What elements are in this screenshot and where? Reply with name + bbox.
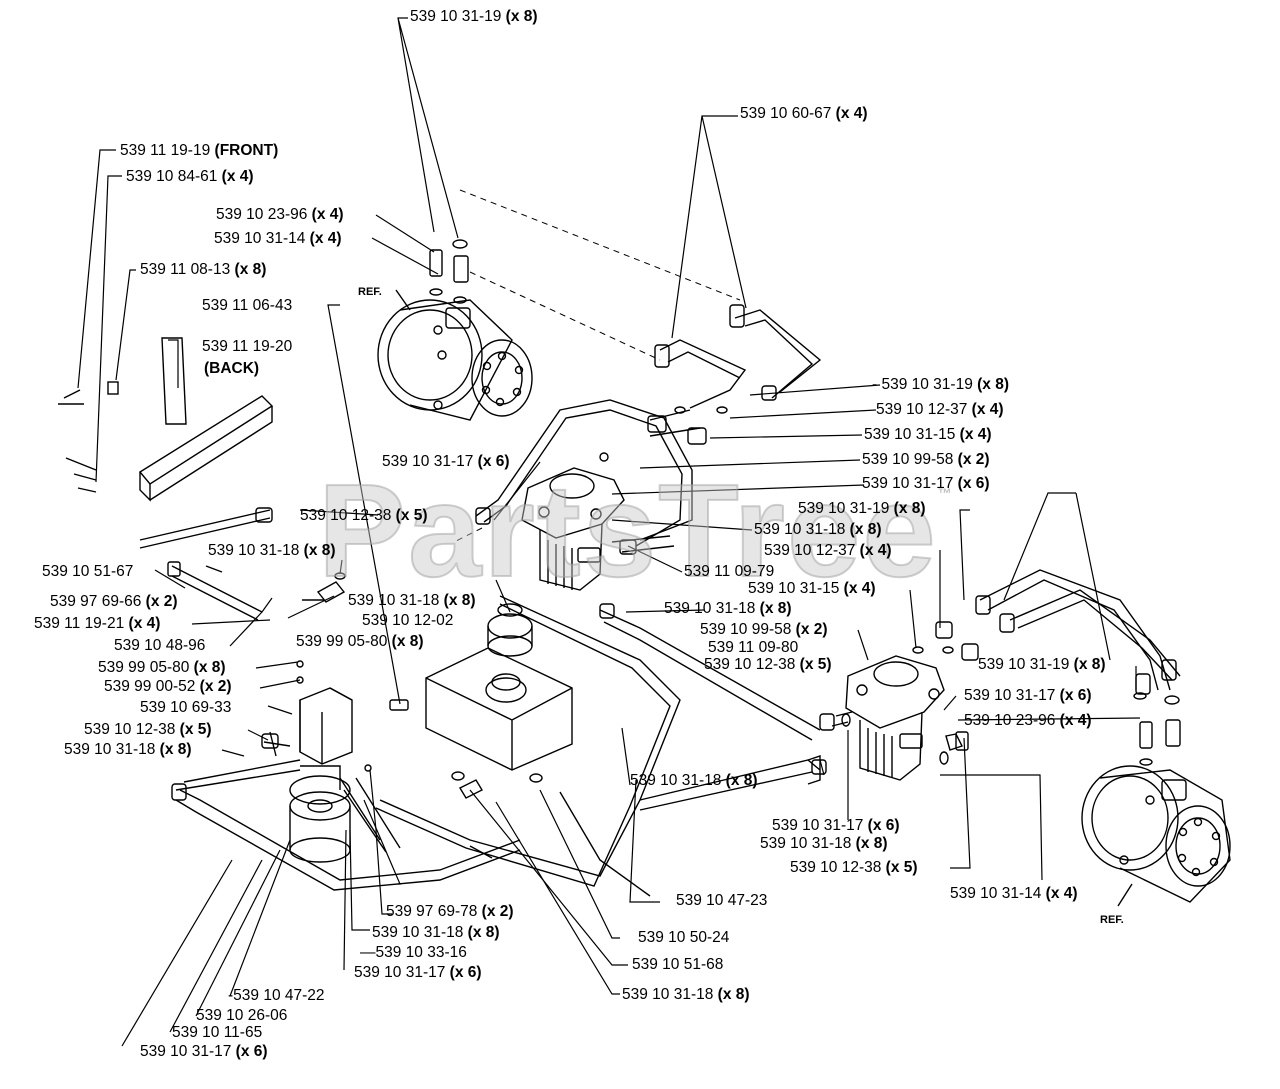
part-label: 539 10 23-96 (x 4): [964, 712, 1092, 729]
part-label: 539 11 19-20: [202, 338, 293, 355]
leader-lines: [77, 17, 1141, 1047]
part-label: 539 10 31-18 (x 8): [208, 542, 336, 559]
part-label: 539 99 00-52 (x 2): [104, 678, 232, 695]
part-label: 539 10 31-19 (x 8): [978, 656, 1106, 673]
part-label: 539 10 31-18 (x 8): [622, 986, 750, 1003]
part-label: 539 99 05-80 (x 8): [98, 659, 226, 676]
part-label: 539 10 12-38 (x 5): [704, 656, 832, 673]
part-label: 539 10 31-18 (x 8): [760, 835, 888, 852]
part-label: 539 99 05-80 (x 8): [296, 633, 424, 650]
left-plates: [58, 337, 274, 502]
upper-motor: [377, 289, 533, 421]
dashed-lines: [453, 189, 741, 543]
tank: [425, 603, 573, 783]
part-label: 539 10 31-17 (x 6): [354, 964, 482, 981]
base-hoses: [171, 595, 827, 897]
upper-valve: [521, 452, 625, 591]
part-label: 539 10 51-68: [632, 956, 724, 973]
part-label: 539 10 31-17 (x 6): [382, 453, 510, 470]
part-label: 539 10 48-96: [114, 637, 206, 654]
part-label: 539 10 12-38 (x 5): [84, 721, 212, 738]
part-label: 539 10 31-15 (x 4): [864, 426, 992, 443]
part-label: (BACK): [204, 360, 260, 377]
ref-label-lower: REF.: [1100, 914, 1124, 926]
right-valve: [807, 655, 969, 785]
watermark: PartsTree™: [317, 456, 954, 605]
part-label: 539 10 11-65: [172, 1024, 263, 1041]
bracket: [299, 687, 409, 765]
part-label: 539 10 31-17 (x 6): [140, 1043, 268, 1060]
part-label: 539 10 99-58 (x 2): [700, 621, 828, 638]
lower-right-motor: [1081, 692, 1231, 907]
part-label: 539 10 31-18 (x 8): [664, 600, 792, 617]
upper-hoses: [647, 304, 822, 445]
ref-label-upper: REF.: [358, 286, 382, 298]
part-label: 539 10 31-18 (x 8): [348, 592, 476, 609]
part-label: 539 10 31-19 (x 8): [798, 500, 926, 517]
lower-filter: [261, 731, 401, 863]
upper-fittings: [429, 239, 469, 304]
left-middle-parts: [139, 507, 346, 684]
part-label: 539 11 09-79: [684, 563, 775, 580]
part-label: 539 10 12-37 (x 4): [876, 401, 1004, 418]
part-label: - 539 10 31-19 (x 8): [872, 376, 1010, 393]
part-label: 539 10 31-18 (x 8): [630, 772, 758, 789]
part-label: 539 10 31-17 (x 6): [862, 475, 990, 492]
part-label: 539 10 31-18 (x 8): [64, 741, 192, 758]
part-label: 539 10 99-58 (x 2): [862, 451, 990, 468]
part-label: —539 10 33-16: [360, 944, 467, 961]
part-label: 539 10 51-67: [42, 563, 134, 580]
part-label: 539 10 31-15 (x 4): [748, 580, 876, 597]
upper-hose-loop: [475, 399, 693, 555]
right-upper-hoses: [912, 569, 1181, 695]
part-label: 539 10 60-67 (x 4): [740, 105, 868, 122]
part-label: 539 10 31-18 (x 8): [372, 924, 500, 941]
part-label: 539 10 47-23: [676, 892, 768, 909]
part-label: 539 10 12-02: [362, 612, 454, 629]
part-label: 539 97 69-78 (x 2): [386, 903, 514, 920]
part-label: 539 10 69-33: [140, 699, 232, 716]
part-label: 539 10 50-24: [638, 929, 730, 946]
part-label: 539 10 31-14 (x 4): [950, 885, 1078, 902]
part-label: 539 10 31-17 (x 6): [772, 817, 900, 834]
part-label: 539 11 06-43: [202, 297, 293, 314]
part-label: 539 10 26-06: [196, 1007, 288, 1024]
part-label: 539 10 31-19 (x 8): [410, 8, 538, 25]
part-label: 539 11 19-21 (x 4): [34, 615, 161, 632]
part-label: 539 97 69-66 (x 2): [50, 593, 178, 610]
part-label: 539 10 31-14 (x 4): [214, 230, 342, 247]
part-label: 539 10 12-38 (x 5): [300, 507, 428, 524]
part-label: 539 10 31-18 (x 8): [754, 521, 882, 538]
part-label: 539 11 19-19 (FRONT): [120, 142, 279, 159]
part-label: 539 10 12-38 (x 5): [790, 859, 918, 876]
part-label: 539 10 12-37 (x 4): [764, 542, 892, 559]
part-label: 539 10 31-17 (x 6): [964, 687, 1092, 704]
part-label: 539 11 08-13 (x 8): [140, 261, 267, 278]
part-label: -539 10 47-22: [228, 987, 325, 1004]
part-label: 539 11 09-80: [708, 639, 799, 656]
part-label: 539 10 84-61 (x 4): [126, 168, 254, 185]
part-label: 539 10 23-96 (x 4): [216, 206, 344, 223]
